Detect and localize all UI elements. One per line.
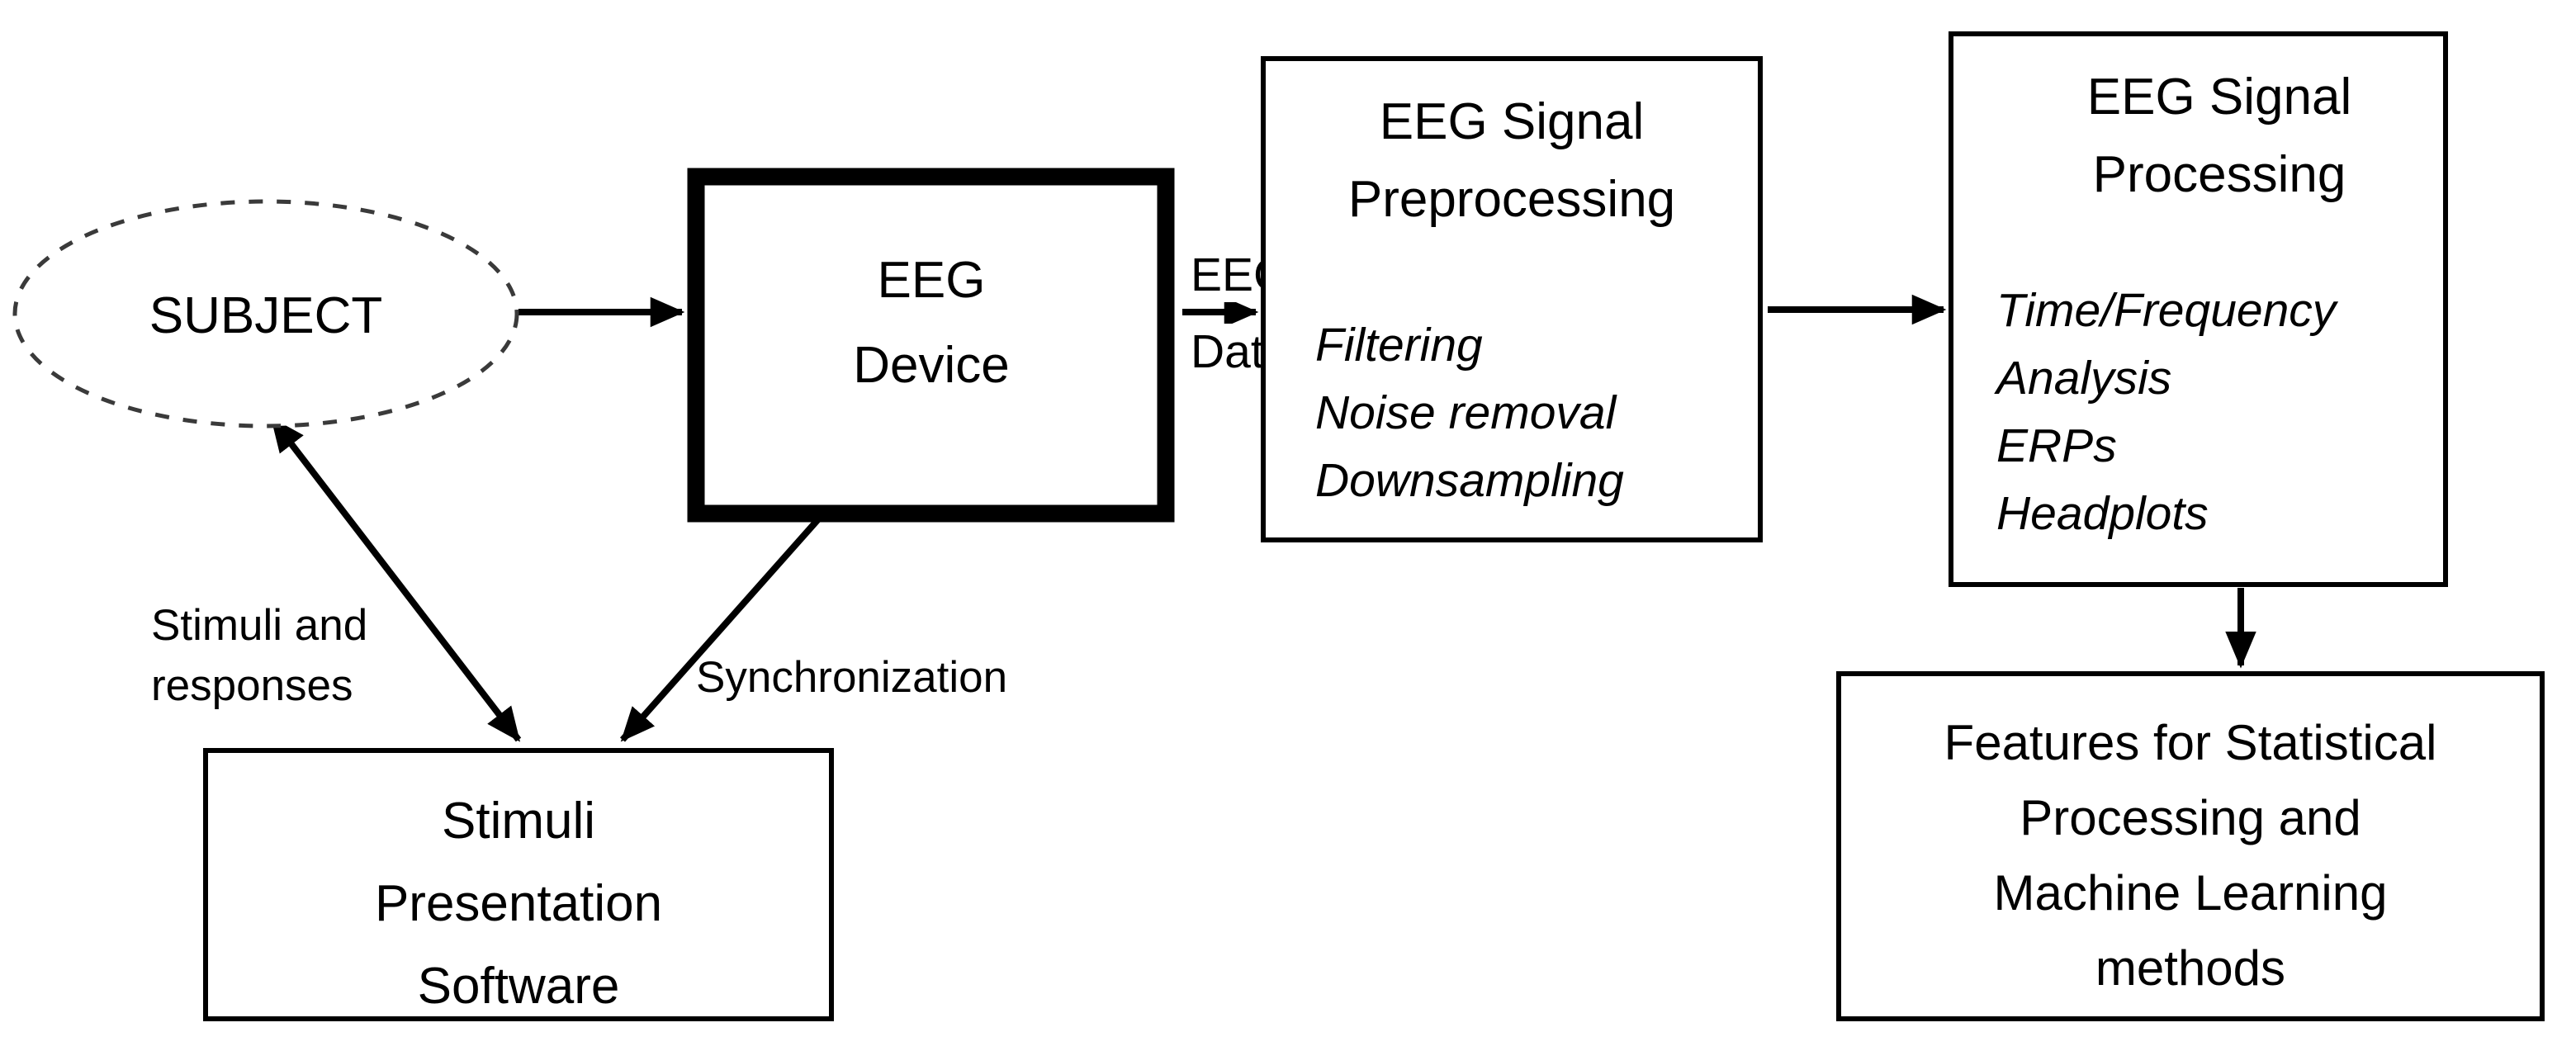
stimuli-software-label-line1: Stimuli <box>442 793 595 850</box>
processing-title-line2: Processing <box>2093 146 2346 203</box>
eeg-device-box-shape <box>687 168 1175 523</box>
features-label-line2: Processing and <box>2020 790 2361 845</box>
synchronization-label: Synchronization <box>696 653 1007 702</box>
stimuli-responses-label-line1: Stimuli and <box>151 601 367 650</box>
stimuli-software-label-line2: Presentation <box>375 875 662 932</box>
node-features[interactable]: Features for Statistical Processing and … <box>1836 671 2545 1021</box>
node-eeg-device[interactable]: EEG Device <box>687 168 1175 523</box>
preprocessing-item-2: Downsampling <box>1315 454 1624 507</box>
edge-subject-to-stimuli <box>269 417 522 742</box>
edge-label-stimuli-responses: Stimuli and responses <box>151 601 367 710</box>
node-processing[interactable]: EEG Signal Processing Time/Frequency Ana… <box>1949 31 2448 587</box>
subject-ellipse-shape <box>12 199 519 428</box>
arrow-subject-to-stimuli <box>269 417 522 742</box>
processing-item-0: Time/Frequency <box>1996 284 2339 337</box>
node-stimuli-software[interactable]: Stimuli Presentation Software <box>203 748 834 1021</box>
eeg-device-label-line2: Device <box>853 337 1010 394</box>
processing-box-shape <box>1949 31 2448 587</box>
preprocessing-item-0: Filtering <box>1315 319 1483 372</box>
stimuli-software-box-shape <box>203 748 834 1021</box>
stimuli-software-label-line3: Software <box>418 958 620 1015</box>
features-label-line1: Features for Statistical <box>1944 715 2437 770</box>
stimuli-responses-label-line2: responses <box>151 661 353 710</box>
preprocessing-box-shape <box>1261 56 1763 542</box>
processing-item-3: Headplots <box>1996 487 2209 540</box>
preprocessing-title-line1: EEG Signal <box>1380 93 1645 150</box>
features-label-line3: Machine Learning <box>1994 865 2388 921</box>
subject-label: SUBJECT <box>149 287 382 344</box>
features-label-line4: methods <box>2095 940 2285 996</box>
features-box-shape <box>1836 671 2545 1021</box>
processing-item-1: Analysis <box>1994 352 2171 405</box>
node-subject[interactable]: SUBJECT <box>12 199 519 428</box>
preprocessing-title-line2: Preprocessing <box>1348 171 1675 228</box>
node-preprocessing[interactable]: EEG Signal Preprocessing Filtering Noise… <box>1261 56 1763 542</box>
preprocessing-item-1: Noise removal <box>1315 386 1617 439</box>
edge-label-synchronization: Synchronization <box>696 653 1007 702</box>
processing-item-2: ERPs <box>1996 419 2117 472</box>
eeg-device-label-line1: EEG <box>878 252 986 309</box>
processing-title-line1: EEG Signal <box>2087 69 2352 125</box>
